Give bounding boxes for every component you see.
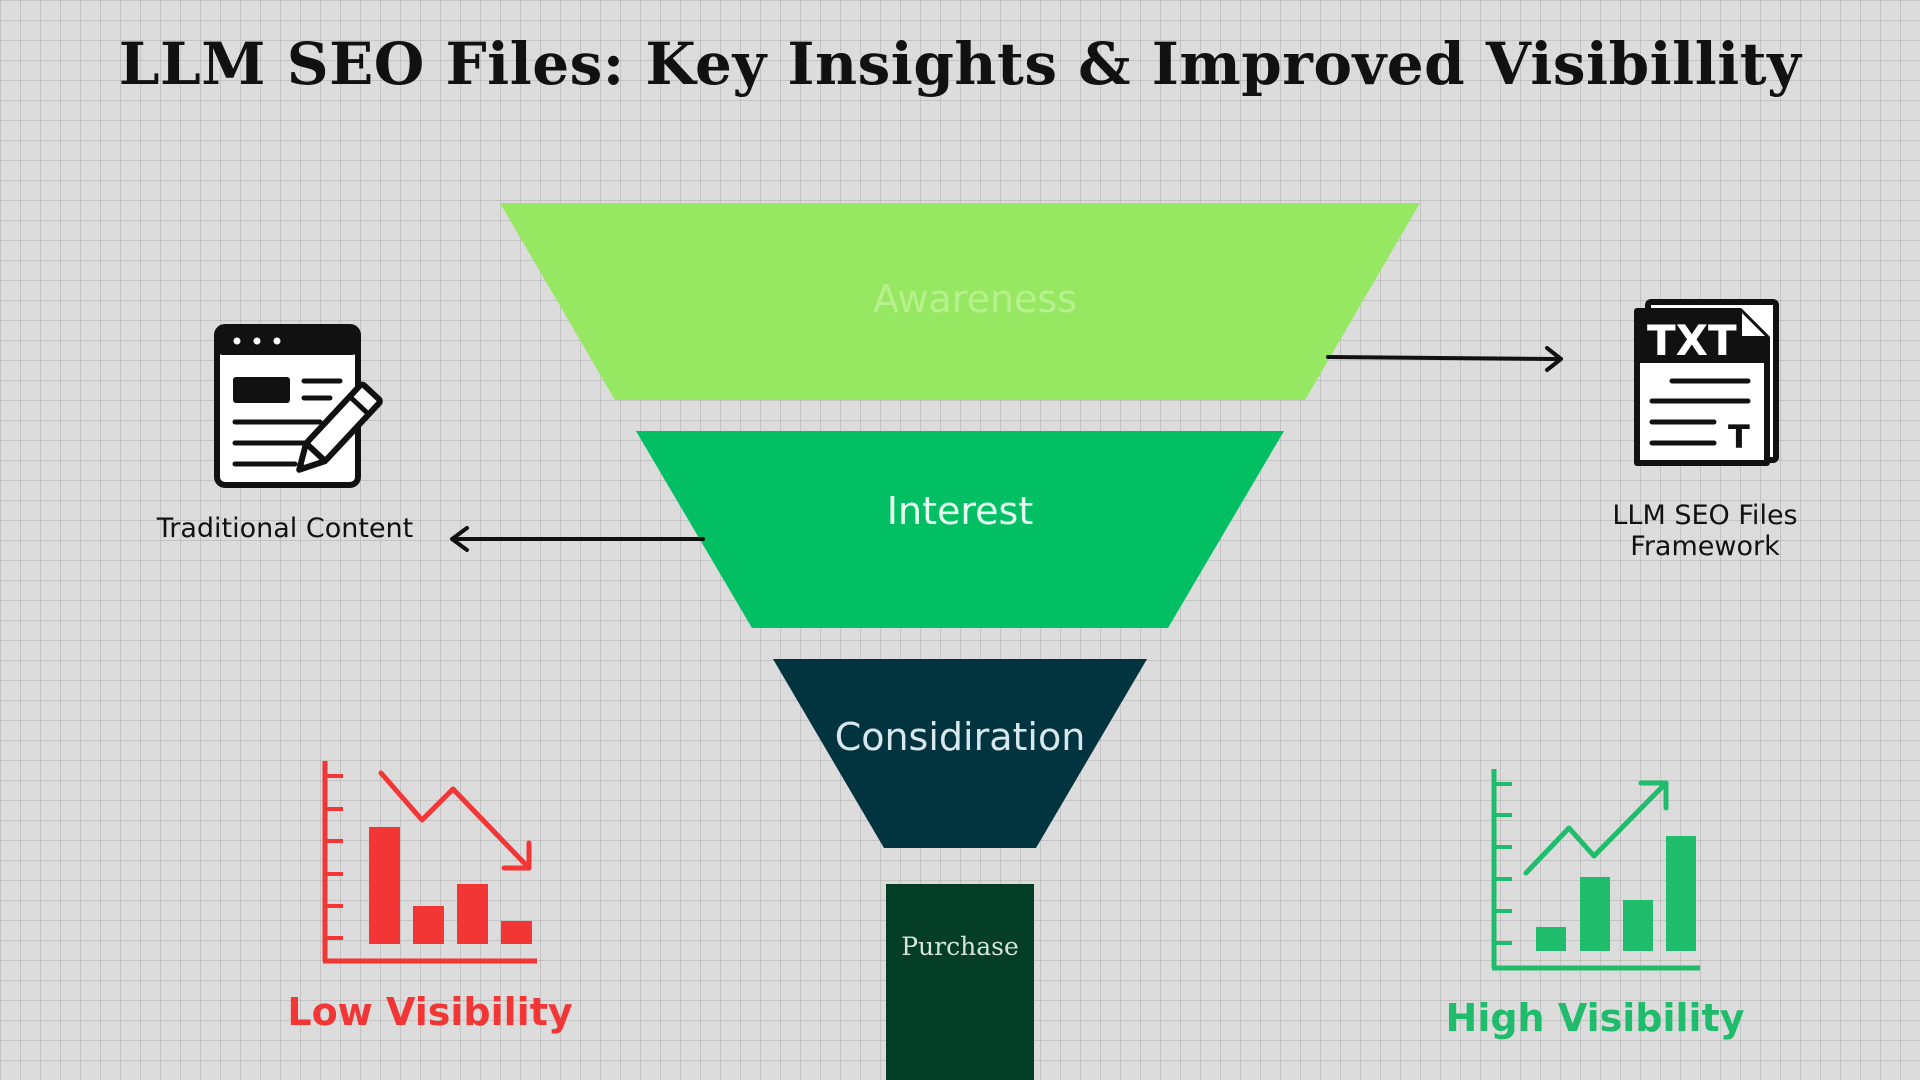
page-title: LLM SEO Files: Key Insights & Improved V… bbox=[118, 30, 1802, 98]
high-visibility-label: High Visibility bbox=[1445, 996, 1745, 1040]
rising-chart-icon bbox=[1491, 769, 1700, 971]
llm-seo-files-label-line2: Framework bbox=[1630, 531, 1780, 562]
document-edit-icon bbox=[214, 324, 383, 488]
traditional-content-label: Traditional Content bbox=[156, 513, 414, 544]
funnel-stage-consideration: Considiration bbox=[773, 659, 1147, 848]
awareness-shape bbox=[500, 203, 1420, 400]
declining-chart-icon bbox=[322, 761, 537, 964]
awareness-label: Awareness bbox=[873, 277, 1077, 321]
purchase-label: Purchase bbox=[901, 932, 1019, 961]
svg-text:T: T bbox=[1728, 418, 1750, 456]
funnel-stage-awareness: Awareness bbox=[500, 203, 1420, 400]
funnel-stage-interest: Interest bbox=[636, 431, 1284, 628]
txt-file-icon: TXT T bbox=[1634, 299, 1779, 466]
arrow-to-llm-seo-files bbox=[1326, 346, 1563, 372]
svg-text:TXT: TXT bbox=[1647, 316, 1737, 365]
arrow-to-traditional-content bbox=[450, 526, 705, 552]
llm-seo-files-label: LLM SEO Files Framework bbox=[1560, 500, 1850, 562]
llm-seo-files-label-line1: LLM SEO Files bbox=[1612, 500, 1798, 531]
funnel-stage-purchase: Purchase bbox=[886, 884, 1034, 1080]
purchase-shape bbox=[886, 884, 1034, 1080]
consideration-label: Considiration bbox=[835, 715, 1086, 759]
consideration-shape bbox=[773, 659, 1147, 848]
low-visibility-label: Low Visibility bbox=[287, 990, 573, 1034]
interest-shape bbox=[636, 431, 1284, 628]
interest-label: Interest bbox=[887, 489, 1033, 533]
